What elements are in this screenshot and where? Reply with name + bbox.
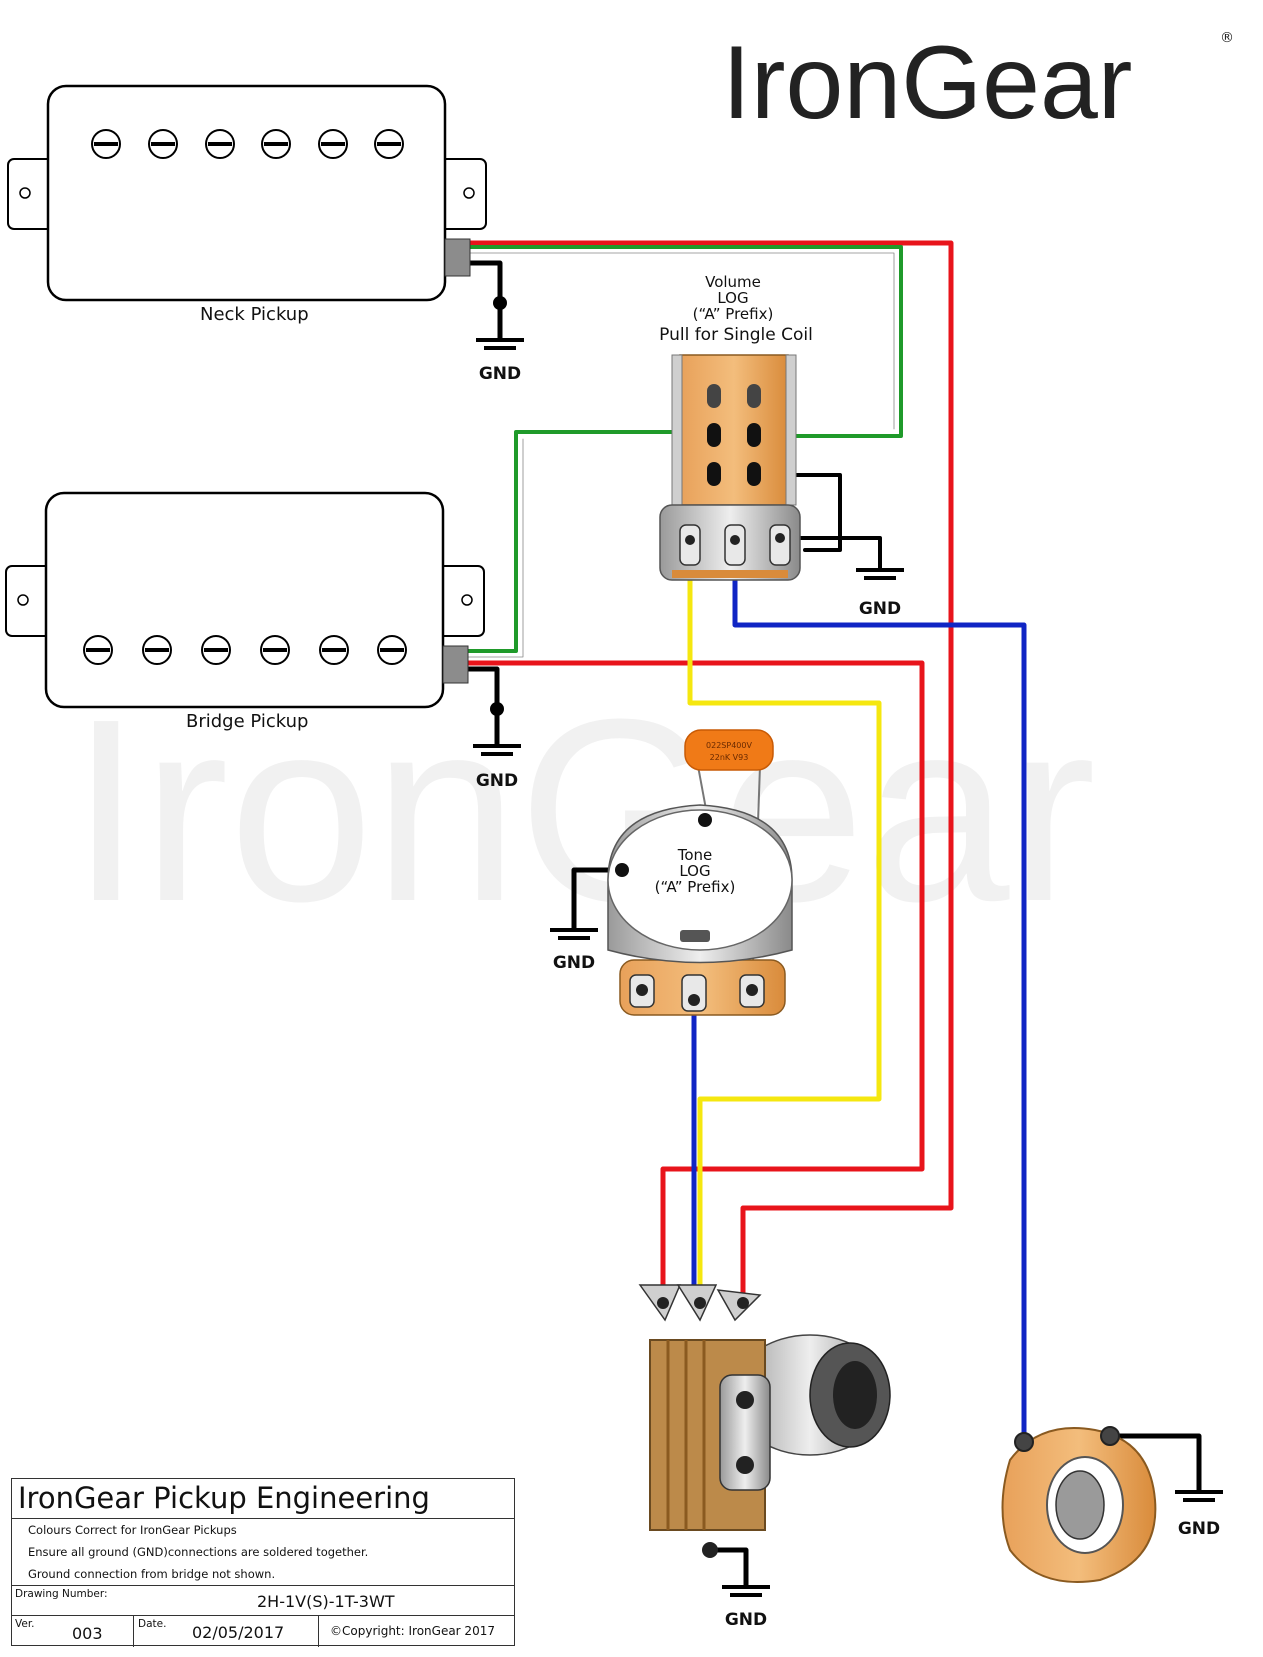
wire-bridge-white-outline — [467, 438, 524, 658]
neck-pickup — [7, 84, 487, 302]
gnd-label-neck: GND — [479, 364, 521, 384]
drawing-number-label: Drawing Number: — [15, 1588, 108, 1600]
ground-symbol-tone — [550, 928, 598, 940]
gnd-label-volume: GND — [859, 599, 901, 619]
drawing-number: 2H-1V(S)-1T-3WT — [257, 1592, 395, 1611]
neck-pickup-label: Neck Pickup — [200, 304, 309, 325]
neck-pole-pieces — [91, 129, 404, 159]
gnd-label-tone: GND — [553, 953, 595, 973]
wire-bridge-green — [466, 430, 712, 653]
title-block-header: IronGear Pickup Engineering — [12, 1479, 514, 1519]
tone-label-line3: (“A” Prefix) — [655, 878, 736, 896]
wire-neck-white — [466, 249, 898, 433]
wire-bridge-hot — [465, 660, 925, 1306]
registered-mark: ® — [1220, 30, 1234, 46]
cap-marking-1: 022SP400V — [706, 741, 752, 750]
switch-lugs — [707, 384, 761, 486]
date-value: 02/05/2017 — [192, 1623, 285, 1642]
ground-symbol-switch — [722, 1585, 770, 1597]
volume-pot-lugs — [679, 524, 791, 566]
watermark-logo: IronGear — [70, 666, 1096, 956]
gnd-label-jack: GND — [1178, 1519, 1220, 1539]
ground-symbol-bridge — [473, 702, 521, 756]
copyright: ©Copyright: IronGear 2017 — [330, 1624, 495, 1638]
company-name: IronGear Pickup Engineering — [18, 1481, 430, 1515]
tone-pot — [607, 804, 793, 1016]
volume-label-line3: (“A” Prefix) — [693, 305, 774, 323]
wire-switch-gnd — [707, 1547, 749, 1588]
ground-symbol-volume — [856, 568, 904, 580]
wire-bridge-white — [466, 435, 712, 657]
title-block-notes: Colours Correct for IronGear Pickups Ens… — [12, 1519, 514, 1586]
bridge-pickup-label: Bridge Pickup — [186, 711, 308, 732]
jack-tip-lug — [1014, 1432, 1034, 1452]
version-label: Ver. — [15, 1618, 35, 1630]
volume-label-line4: Pull for Single Coil — [659, 325, 813, 345]
cap-marking-2: 22nK V93 — [710, 753, 749, 762]
title-block-drawing-row: Drawing Number: 2H-1V(S)-1T-3WT — [12, 1586, 514, 1616]
bridge-cable-boot — [442, 645, 469, 684]
note-line-1: Colours Correct for IronGear Pickups — [28, 1523, 237, 1537]
wire-blue — [732, 535, 1027, 1445]
neck-cable-boot — [444, 238, 471, 277]
output-jack — [1001, 1426, 1157, 1583]
date-label: Date. — [138, 1618, 167, 1630]
wires — [465, 240, 1202, 1588]
volume-label-line2: LOG — [717, 289, 748, 307]
bridge-pickup — [5, 491, 485, 709]
bridge-mount-screw-left — [17, 594, 29, 606]
ground-symbol-jack — [1175, 1490, 1223, 1502]
wire-tone-ground — [571, 867, 624, 931]
ground-symbol-neck — [476, 296, 524, 350]
version-value: 003 — [72, 1624, 103, 1643]
neck-mount-screw-left — [19, 187, 31, 199]
wire-neck-white-outline — [467, 252, 895, 430]
wire-switch-ground — [756, 473, 842, 552]
wire-neck-green — [466, 245, 903, 438]
note-line-2: Ensure all ground (GND)connections are s… — [28, 1545, 369, 1559]
title-block-version-row: Ver. 003 Date. 02/05/2017 ©Copyright: Ir… — [12, 1616, 514, 1647]
note-line-3: Ground connection from bridge not shown. — [28, 1567, 276, 1581]
gnd-label-switch: GND — [725, 1610, 767, 1630]
wire-neck-ground — [465, 260, 503, 341]
wire-neck-hot — [465, 240, 954, 1306]
brand-logo: IronGear — [722, 25, 1132, 141]
gnd-label-bridge: GND — [476, 771, 518, 791]
tone-ground-solder-point — [615, 863, 629, 877]
jack-sleeve-lug — [1100, 1426, 1120, 1446]
wire-volume-ground — [778, 536, 882, 570]
tone-cap-solder-point — [698, 813, 712, 827]
wire-yellow — [687, 535, 882, 1306]
title-block: IronGear Pickup Engineering Colours Corr… — [11, 1478, 515, 1647]
tone-label-line1: Tone — [677, 846, 713, 864]
volume-label-line1: Volume — [705, 273, 761, 291]
bridge-mount-screw-right — [461, 594, 473, 606]
wire-bridge-ground — [465, 666, 500, 747]
tone-label-line2: LOG — [679, 862, 710, 880]
wire-jack-ground — [1107, 1433, 1202, 1493]
bridge-pole-pieces — [83, 635, 407, 665]
neck-mount-screw-right — [463, 187, 475, 199]
three-way-toggle-switch — [638, 1284, 891, 1558]
volume-push-pull-pot — [659, 354, 801, 581]
